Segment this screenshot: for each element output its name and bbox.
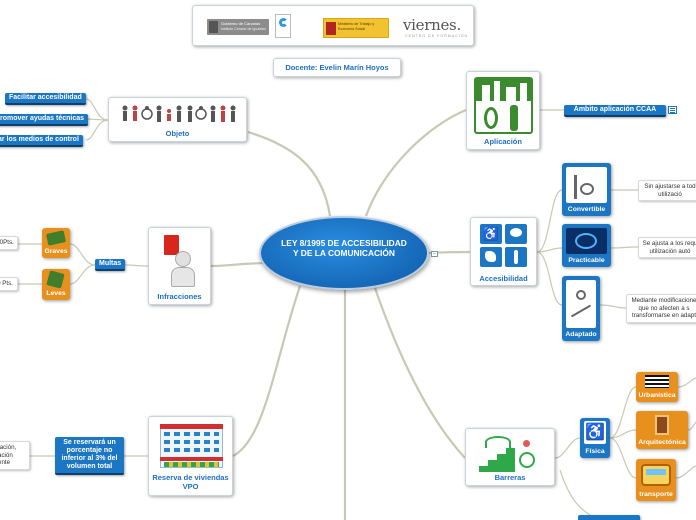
practicable-label: Practicable bbox=[562, 257, 611, 265]
viernes-logo-subtext: CENTRO DE FORMACIÓN bbox=[405, 34, 468, 38]
accessible-city-icon bbox=[474, 77, 533, 134]
multas-tag[interactable]: Multas bbox=[95, 259, 125, 271]
aplicacion-node[interactable]: Aplicación bbox=[466, 71, 540, 150]
central-topic-title: LEY 8/1995 DE ACCESIBILIDAD Y DE LA COMU… bbox=[281, 238, 407, 258]
practicable-tile[interactable]: Practicable bbox=[562, 224, 611, 267]
lift-chair-icon bbox=[566, 167, 607, 203]
speech-symbol-icon bbox=[505, 224, 527, 244]
ramp-stairs-icon bbox=[566, 280, 596, 328]
objeto-item-ayudas[interactable]: romover ayudas técnicas bbox=[0, 114, 88, 126]
aplicacion-label: Aplicación bbox=[467, 137, 539, 146]
leves-note[interactable]: 0 Pts. bbox=[0, 277, 18, 291]
wheelchair-floor-icon bbox=[566, 228, 607, 254]
objeto-item-facilitar[interactable]: Facilitar accesibilidad bbox=[5, 93, 86, 105]
blind-person-icon bbox=[505, 247, 527, 267]
bus-icon bbox=[641, 464, 671, 486]
arquitectonica-tile[interactable]: Arquitectónica bbox=[636, 411, 688, 449]
gobierno-canarias-logo: Gobierno de Canarias Instituto Canario d… bbox=[207, 19, 269, 35]
coat-of-arms-icon bbox=[209, 21, 218, 33]
spain-arms-icon bbox=[326, 22, 336, 35]
convertible-label: Convertible bbox=[562, 206, 611, 214]
infracciones-node[interactable]: Infracciones bbox=[148, 227, 211, 305]
adaptado-tile[interactable]: Adaptado bbox=[562, 276, 600, 341]
graves-note[interactable]: 00Pts. bbox=[0, 236, 18, 250]
apartment-building-icon bbox=[160, 424, 223, 468]
urbanistica-tile[interactable]: Urbanística bbox=[636, 372, 678, 402]
header-logos-panel: Gobierno de Canarias Instituto Canario d… bbox=[192, 5, 474, 46]
graves-label: Graves bbox=[42, 248, 70, 256]
offscreen-tag-partial[interactable] bbox=[578, 515, 640, 520]
transporte-label: transporte bbox=[636, 491, 676, 499]
wheelchair-access-icon: ♿ bbox=[584, 421, 606, 444]
wheelchair-icon bbox=[484, 107, 498, 129]
c-mark-icon bbox=[279, 18, 288, 27]
objeto-label: Objeto bbox=[109, 129, 246, 138]
arquitectonica-label: Arquitectónica bbox=[636, 439, 688, 447]
people-diversity-icon bbox=[119, 104, 237, 126]
crosswalk-icon bbox=[645, 375, 669, 388]
viernes-logo-text: viernes. bbox=[403, 16, 461, 34]
red-card-referee-icon bbox=[161, 235, 199, 287]
reserva-viviendas-node[interactable]: Reserva de viviendas VPO bbox=[148, 416, 233, 496]
fisica-tile[interactable]: ♿ Física bbox=[580, 418, 610, 458]
person-icon bbox=[510, 105, 518, 131]
fisica-label: Física bbox=[580, 448, 610, 456]
transporte-tile[interactable]: transporte bbox=[636, 459, 676, 501]
adaptado-note[interactable]: Mediante modificacione que no afecten a … bbox=[626, 294, 696, 323]
stairs-wheelchair-icon bbox=[475, 434, 545, 472]
collapse-toggle[interactable]: − bbox=[431, 251, 438, 257]
banknotes-icon bbox=[46, 230, 66, 245]
barreras-node[interactable]: Barreras bbox=[465, 428, 555, 486]
accesibilidad-node[interactable]: ♿ Accesibilidad bbox=[470, 217, 537, 286]
logo-left-text: Gobierno de Canarias bbox=[221, 21, 260, 26]
central-topic[interactable]: LEY 8/1995 DE ACCESIBILIDAD Y DE LA COMU… bbox=[259, 216, 429, 290]
notes-icon[interactable] bbox=[668, 106, 677, 114]
convertible-note[interactable]: Sin ajustarse a tod utilizació bbox=[638, 180, 696, 201]
logo-left-subtext: Instituto Canario de Igualdad bbox=[221, 27, 266, 31]
wheelchair-symbol-icon: ♿ bbox=[480, 224, 502, 244]
objeto-item-control[interactable]: ar los medios de control bbox=[0, 135, 83, 147]
practicable-note[interactable]: Se ajusta a los requ utilización autó bbox=[638, 237, 696, 258]
leves-tile[interactable]: Leves bbox=[42, 269, 70, 300]
reserva-note[interactable]: tación, ación ente bbox=[0, 441, 30, 470]
barreras-label: Barreras bbox=[466, 473, 554, 482]
docente-label[interactable]: Docente: Evelin Marín Hoyos bbox=[273, 58, 401, 77]
leves-label: Leves bbox=[42, 290, 70, 298]
accessibility-symbols-icon: ♿ bbox=[480, 224, 528, 268]
door-icon bbox=[655, 415, 669, 435]
ministerio-logo: Ministerio de Trabajo y Economía Social bbox=[323, 18, 389, 38]
reserva-label: Reserva de viviendas VPO bbox=[149, 473, 232, 491]
reserva-porcentaje-tag[interactable]: Se reservará un porcentaje no inferior a… bbox=[55, 437, 124, 475]
accesibilidad-label: Accesibilidad bbox=[471, 274, 536, 283]
ambito-aplicacion-tag[interactable]: Ámbito aplicación CCAA bbox=[564, 105, 666, 117]
objeto-node[interactable]: Objeto bbox=[108, 97, 247, 142]
adaptado-label: Adaptado bbox=[562, 331, 600, 339]
sign-language-icon bbox=[480, 247, 502, 267]
coins-icon bbox=[46, 270, 64, 288]
urbanistica-label: Urbanística bbox=[636, 392, 678, 400]
graves-tile[interactable]: Graves bbox=[42, 228, 70, 258]
logo-mid-text: Ministerio de Trabajo y Economía Social bbox=[338, 22, 388, 31]
instituto-logo bbox=[275, 14, 291, 38]
infracciones-label: Infracciones bbox=[149, 292, 210, 301]
convertible-tile[interactable]: Convertible bbox=[562, 163, 611, 216]
